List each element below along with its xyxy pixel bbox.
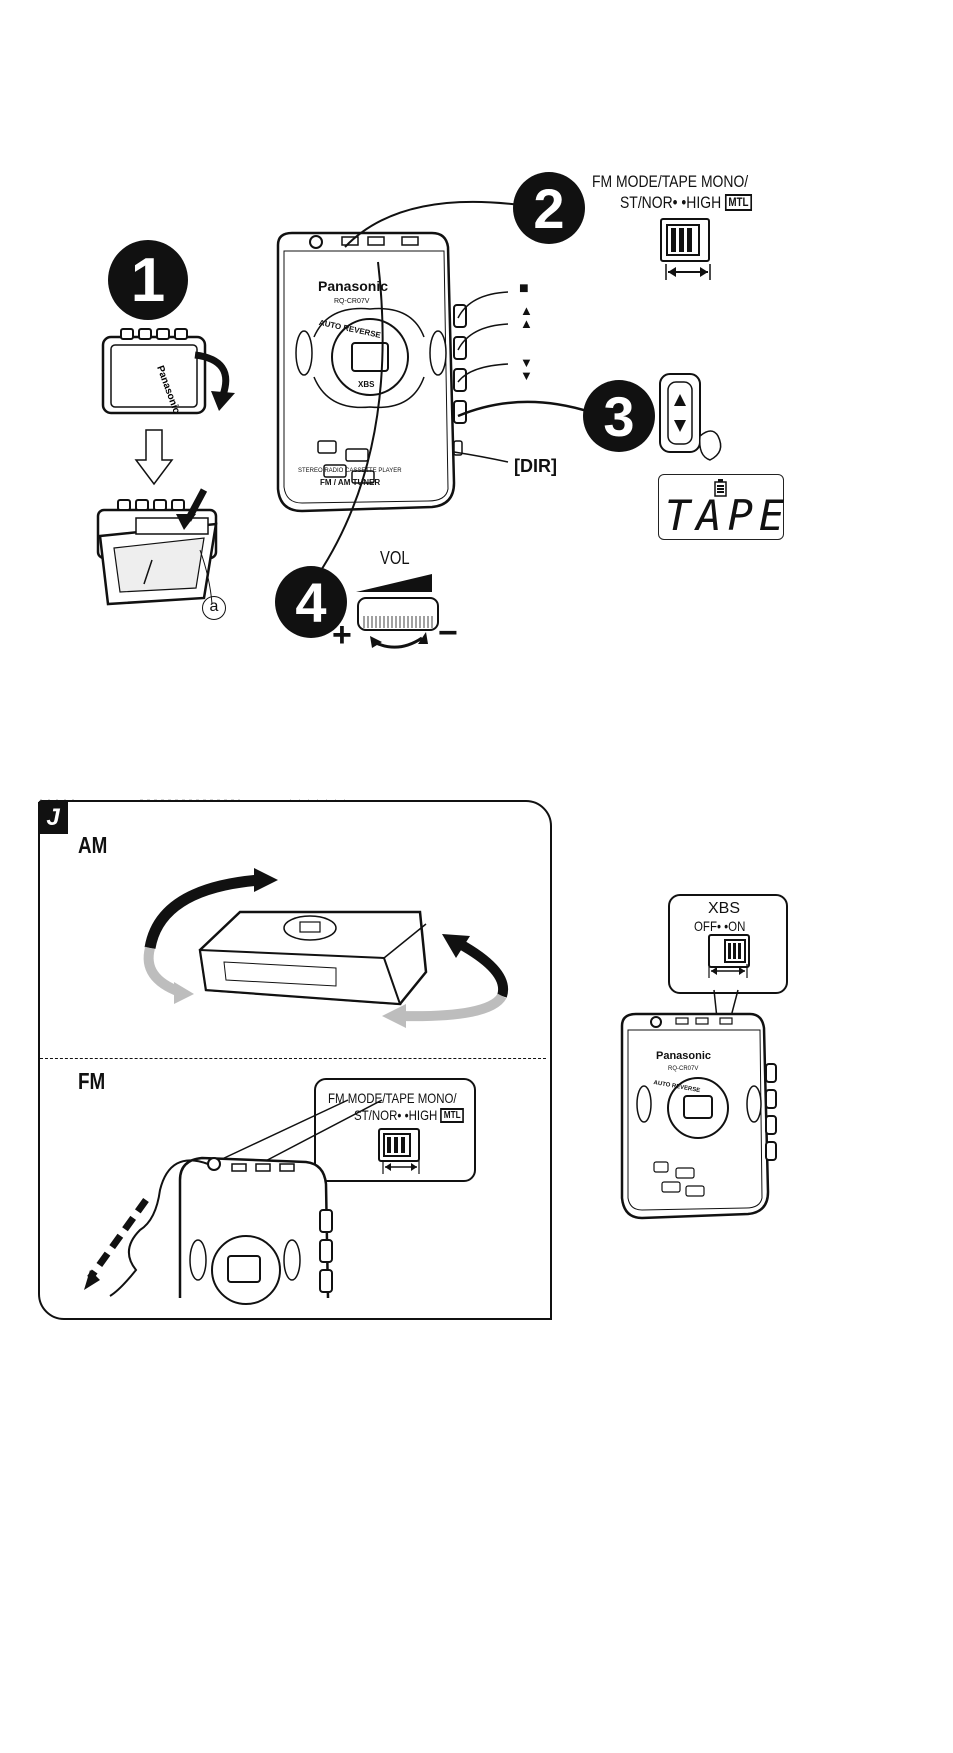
- stop-icon: ■: [519, 280, 529, 298]
- fm-mode-switch[interactable]: [660, 218, 710, 262]
- lcd-display: TAPE: [658, 474, 784, 540]
- fm-player-illustration: [80, 1100, 340, 1300]
- fm-callout-positions-text: ST/NOR• •HIGH: [354, 1107, 437, 1123]
- mtl-badge: MTL: [725, 194, 752, 211]
- xbs-title: XBS: [708, 900, 740, 918]
- fm-switch-positions-text: ST/NOR• •HIGH: [620, 193, 721, 212]
- volume-wheel[interactable]: [352, 572, 442, 652]
- am-rotation-illustration: [130, 868, 520, 1033]
- rewind-icon: ▼▼: [520, 356, 534, 382]
- fm-callout-mtl-badge: MTL: [440, 1108, 463, 1123]
- volume-minus-label: −: [438, 614, 458, 653]
- xbs-switch-knob[interactable]: [724, 939, 746, 963]
- step-2-badge: 2: [513, 172, 585, 244]
- volume-plus-label: +: [332, 616, 352, 655]
- fm-switch-positions: ST/NOR• •HIGH MTL: [620, 193, 752, 213]
- player2-model: RQ-CR07V: [668, 1066, 698, 1072]
- am-fm-divider: [40, 1058, 546, 1059]
- fast-forward-icon: ▲▲: [520, 304, 534, 330]
- xbs-switch[interactable]: [708, 934, 750, 968]
- dir-button-label: [DIR]: [514, 456, 557, 477]
- am-label: AM: [78, 832, 107, 859]
- section-j-letter: J: [38, 802, 68, 834]
- player2-brand: Panasonic: [656, 1050, 711, 1062]
- fm-callout-title: FM MODE/TAPE MONO/: [328, 1090, 457, 1106]
- xbs-double-arrow-icon: [708, 964, 748, 978]
- lcd-text: TAPE: [665, 491, 790, 540]
- fm-mode-switch-knob[interactable]: [666, 224, 700, 256]
- fm-callout-positions: ST/NOR• •HIGH MTL: [354, 1107, 464, 1123]
- fm-callout-double-arrow-icon: [382, 1160, 420, 1174]
- vol-label: VOL: [380, 548, 410, 569]
- double-arrow-icon: [664, 264, 712, 280]
- xbs-off-on: OFF• •ON: [694, 918, 745, 934]
- step-3-badge: 3: [583, 380, 655, 452]
- fm-switch-title: FM MODE/TAPE MONO/: [592, 172, 748, 192]
- leader-lines: [0, 0, 953, 700]
- fm-label: FM: [78, 1068, 105, 1095]
- fm-callout-switch-knob[interactable]: [383, 1133, 411, 1157]
- cassette-player-small: [614, 986, 774, 1222]
- rocker-button-illustration: [658, 372, 738, 464]
- fm-callout-switch[interactable]: [378, 1128, 420, 1162]
